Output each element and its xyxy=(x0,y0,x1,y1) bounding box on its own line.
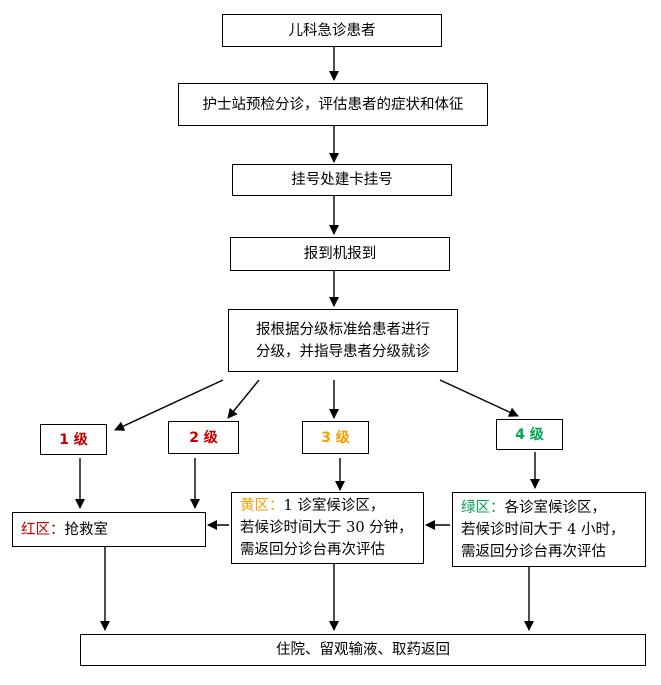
level-2-label: 2 级 xyxy=(189,429,218,446)
level-3-box: 3 级 xyxy=(302,421,369,454)
node-classify-line2: 分级，并指导患者分级就诊 xyxy=(256,343,430,360)
zone-green: 绿区：各诊室候诊区， 若候诊时间大于 4 小时， 需返回分诊台再次评估 xyxy=(452,492,646,567)
zone-green-label: 绿区： xyxy=(461,499,505,516)
zone-green-line1: 各诊室候诊区， xyxy=(504,499,607,516)
node-classify: 报根据分级标准给患者进行 分级，并指导患者分级就诊 xyxy=(228,309,458,372)
zone-red-label: 红区： xyxy=(21,521,65,538)
arrow-classify-to-l4 xyxy=(439,379,519,417)
node-triage-label: 护士站预检分诊，评估患者的症状和体征 xyxy=(202,96,464,113)
arrow-classify-to-l2 xyxy=(227,379,260,419)
arrow-classify-to-l1 xyxy=(114,379,224,431)
zone-yellow: 黄区：1 诊室候诊区， 若候诊时间大于 30 分钟， 需返回分诊台再次评估 xyxy=(231,492,424,564)
level-3-label: 3 级 xyxy=(321,429,350,446)
node-register-label: 挂号处建卡挂号 xyxy=(291,172,393,188)
zone-yellow-label: 黄区： xyxy=(240,498,284,514)
zone-green-line2: 若候诊时间大于 4 小时， xyxy=(461,521,625,538)
zone-yellow-line2: 若候诊时间大于 30 分钟， xyxy=(240,520,413,536)
node-end-label: 住院、留观输液、取药返回 xyxy=(276,642,450,658)
node-end: 住院、留观输液、取药返回 xyxy=(80,634,646,666)
node-classify-line1: 报根据分级标准给患者进行 xyxy=(256,321,430,338)
level-1-box: 1 级 xyxy=(40,424,107,455)
zone-yellow-line3: 需返回分诊台再次评估 xyxy=(240,542,385,558)
level-2-box: 2 级 xyxy=(168,421,239,454)
node-triage: 护士站预检分诊，评估患者的症状和体征 xyxy=(178,83,488,126)
zone-red: 红区：抢救室 xyxy=(12,512,206,547)
zone-green-line3: 需返回分诊台再次评估 xyxy=(461,543,606,560)
node-start-label: 儿科急诊患者 xyxy=(288,22,376,39)
level-4-box: 4 级 xyxy=(496,419,563,450)
zone-yellow-line1: 1 诊室候诊区， xyxy=(283,498,385,514)
node-checkin-label: 报到机报到 xyxy=(303,246,377,262)
node-checkin: 报到机报到 xyxy=(230,237,450,271)
level-4-label: 4 级 xyxy=(515,426,544,443)
level-1-label: 1 级 xyxy=(59,431,88,448)
node-start: 儿科急诊患者 xyxy=(222,14,442,47)
node-register: 挂号处建卡挂号 xyxy=(232,164,452,196)
zone-red-text: 抢救室 xyxy=(64,521,109,538)
